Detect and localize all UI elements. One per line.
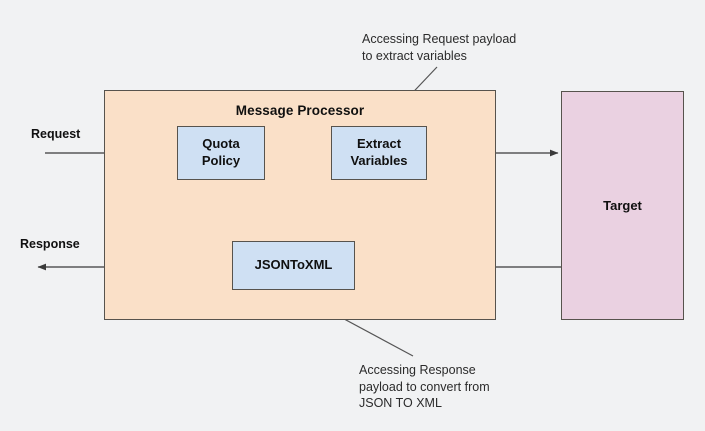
policy-label-line2: Variables bbox=[350, 153, 408, 168]
policy-box-quota-policy[interactable]: Quota Policy bbox=[177, 126, 265, 180]
policy-label-line2: Policy bbox=[201, 153, 241, 168]
policy-label-line1: Extract bbox=[356, 136, 402, 152]
target-label: Target bbox=[603, 198, 642, 213]
policy-label: JSONToXML bbox=[254, 257, 333, 273]
policy-label-line1: Quota bbox=[202, 136, 240, 152]
target-container[interactable]: Target bbox=[561, 91, 684, 320]
response-flow-label: Response bbox=[20, 237, 80, 251]
policy-box-jsontoxml[interactable]: JSONToXML bbox=[232, 241, 355, 290]
policy-label: Extract Variables bbox=[350, 136, 407, 169]
annotation-request-payload: Accessing Request payload to extract var… bbox=[362, 32, 517, 63]
message-processor-label: Message Processor bbox=[235, 103, 365, 118]
policy-box-extract-variables[interactable]: Extract Variables bbox=[331, 126, 427, 180]
policy-label: Quota Policy bbox=[202, 136, 240, 169]
request-flow-label: Request bbox=[31, 127, 81, 141]
annotation-response-payload: Accessing Response payload to convert fr… bbox=[359, 363, 490, 411]
